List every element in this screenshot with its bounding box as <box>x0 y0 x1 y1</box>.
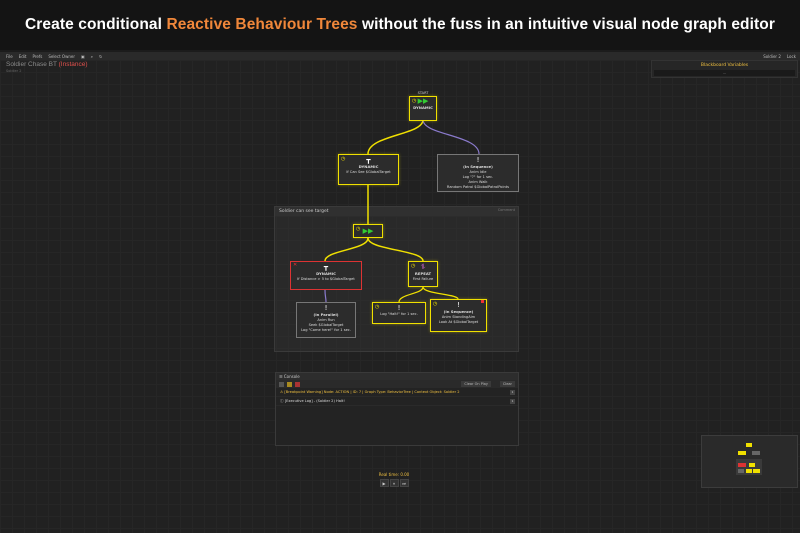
node-title: REPEAT <box>414 271 432 276</box>
menu-prefs[interactable]: Prefs <box>32 53 43 59</box>
banner-highlight: Reactive Behaviour Trees <box>166 16 358 33</box>
search-icon[interactable]: ⌕ <box>90 53 94 59</box>
blackboard-add-bar[interactable]: ... <box>654 70 795 76</box>
node-line: Anim Run <box>317 317 335 322</box>
console-icon: ☰ <box>279 374 284 379</box>
log-count: 1 <box>510 399 515 404</box>
comment-label: Comment <box>497 208 515 212</box>
branch-icon: ┳ <box>323 263 329 271</box>
node-title: (In Parallel) <box>313 312 339 317</box>
playback-controls: Real time: 0.00 ▶ ⏸ ⏭ <box>374 472 414 487</box>
menu-file[interactable]: File <box>6 53 13 59</box>
clear-on-play-button[interactable]: Clear On Play <box>461 381 491 387</box>
pause-button[interactable]: ⏸ <box>389 479 399 487</box>
blackboard-panel: Blackboard Variables ... <box>651 60 798 78</box>
promo-banner: Create conditional Reactive Behaviour Tr… <box>0 0 800 50</box>
blackboard-title: Blackboard Variables <box>700 63 749 68</box>
condition-node[interactable]: ◷ ┳ DYNAMIC If Can See $GlobalTarget <box>338 154 399 185</box>
console-tab-label: Console <box>283 374 300 379</box>
editor-toolbar: File Edit Prefs Select Owner ▣ ⌕ ↻ Soldi… <box>0 52 800 60</box>
info-icon: ⓘ <box>280 399 285 403</box>
play-button[interactable]: ▶ <box>379 479 389 487</box>
log-action-node[interactable]: ◷ ! Log "Halt!" for 1 sec. <box>372 302 426 324</box>
play-icon: ▶▶ <box>362 227 374 235</box>
node-condition: If Can See $GlobalTarget <box>346 169 391 174</box>
log-count: 1 <box>510 390 515 395</box>
console-log-row[interactable]: ⓘ [Executive Log] - (Soldier 2) Halt! 1 <box>276 397 518 406</box>
graph-name: Soldier Chase BT <box>6 61 57 68</box>
lock-toggle[interactable]: Lock <box>786 53 796 59</box>
distance-condition-node[interactable]: ✕ ┳ DYNAMIC If Distance > 5 to $GlobalTa… <box>290 261 362 290</box>
fail-icon: ✕ <box>293 262 298 268</box>
sequence-node[interactable]: ! (In Sequence) Anim Idle Log "?" for 1 … <box>437 154 519 192</box>
console-window: ☰ Console Clear On Play Clear ⚠ [Breakpo… <box>275 372 519 446</box>
info-filter-icon[interactable] <box>279 381 284 387</box>
node-line: Log "Halt!" for 1 sec. <box>380 312 418 316</box>
comment-title: Soldier can see target <box>275 207 518 216</box>
branch-icon: ┳ <box>366 156 371 164</box>
node-line: Seek $GlobalTarget <box>308 322 344 327</box>
node-line: Log "Come here!" for 1 sec. <box>301 327 351 332</box>
instance-tag: (Instance) <box>58 61 88 68</box>
refresh-icon[interactable]: ↻ <box>99 53 103 59</box>
log-text: [Breakpoint Warning] Node: ACTION | ID: … <box>284 390 460 394</box>
console-log-row[interactable]: ⚠ [Breakpoint Warning] Node: ACTION | ID… <box>276 388 518 397</box>
node-line: Random Patrol $GlobalPatrolPoints <box>446 185 510 190</box>
clear-button[interactable]: Clear <box>499 381 515 387</box>
node-line: Anim Idle <box>469 169 487 174</box>
subgraph-root-node[interactable]: ◷ ▶▶ <box>353 224 383 238</box>
repeat-node[interactable]: ◷ ⥮ REPEAT First Failure <box>408 261 438 287</box>
node-line: Log "?" for 1 sec. <box>462 174 494 179</box>
exclamation-icon: ! <box>476 156 480 164</box>
warning-icon: ⚠ <box>280 390 285 394</box>
console-toolbar: Clear On Play Clear <box>276 380 518 388</box>
clock-icon: ◷ <box>411 263 416 269</box>
log-text: [Executive Log] - (Soldier 2) Halt! <box>284 399 345 403</box>
minimap-preview <box>736 443 762 475</box>
owner-dropdown[interactable]: Soldier 2 <box>763 53 781 59</box>
start-label: START <box>417 91 429 95</box>
clock-icon: ◷ <box>412 98 417 104</box>
exclamation-icon: ! <box>324 304 328 312</box>
graph-title: Soldier Chase BT (Instance) <box>6 61 88 68</box>
breakpoint-marker <box>481 300 484 303</box>
start-node[interactable]: START ◷ ▶▶ DYNAMIC <box>409 91 437 121</box>
minimap[interactable] <box>701 435 798 488</box>
banner-suffix: without the fuss in an intuitive visual … <box>361 16 775 33</box>
menu-edit[interactable]: Edit <box>18 53 27 59</box>
node-type: DYNAMIC <box>358 164 379 169</box>
play-icon: ▶▶ <box>417 97 429 106</box>
console-tab[interactable]: ☰ Console <box>276 373 518 380</box>
node-type: DYNAMIC <box>413 105 433 111</box>
exclamation-icon: ! <box>397 304 401 312</box>
node-title: (In Sequence) <box>463 164 493 169</box>
banner-prefix: Create conditional <box>25 16 163 33</box>
clock-icon: ◷ <box>341 156 346 162</box>
node-title: (In Sequence) <box>443 309 474 314</box>
menu-select-owner[interactable]: Select Owner <box>48 53 75 59</box>
repeat-icon: ⥮ <box>420 263 426 271</box>
warning-filter-icon[interactable] <box>287 381 292 387</box>
graph-subtitle: Soldier 2 <box>6 69 22 73</box>
parallel-node[interactable]: ! (In Parallel) Anim Run Seek $GlobalTar… <box>296 302 356 338</box>
node-condition: If Distance > 5 to $GlobalTarget <box>297 276 355 281</box>
aim-sequence-node[interactable]: ◷ ! (In Sequence) Anim StandingAim Look … <box>430 299 487 332</box>
error-filter-icon[interactable] <box>295 381 300 387</box>
step-button[interactable]: ⏭ <box>399 479 409 487</box>
exclamation-icon: ! <box>457 301 460 309</box>
clock-icon: ◷ <box>433 301 438 307</box>
node-type: DYNAMIC <box>316 271 336 276</box>
time-label: Real time: 0.00 <box>378 472 410 477</box>
save-icon[interactable]: ▣ <box>80 53 85 59</box>
clock-icon: ◷ <box>375 304 380 310</box>
node-line: Look At $GlobalTarget <box>438 319 479 324</box>
clock-icon: ◷ <box>356 226 361 232</box>
node-subtitle: First Failure <box>412 276 434 281</box>
node-line: Anim Walk <box>468 179 488 184</box>
node-line: Anim StandingAim <box>441 314 476 319</box>
